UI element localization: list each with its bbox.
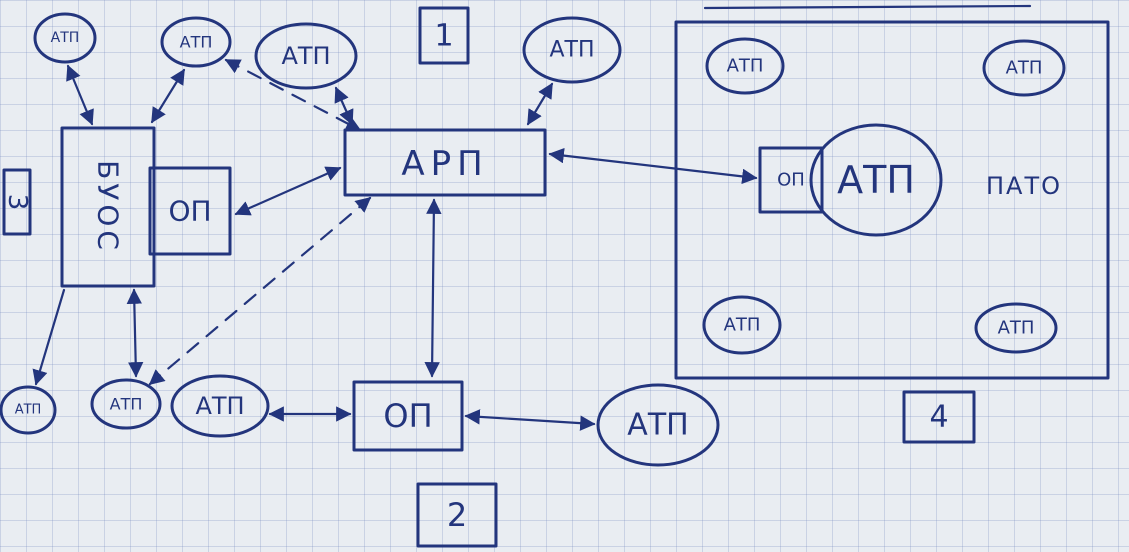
edge-bdm-atp-top-left-1: [66, 64, 94, 126]
edge-arp-op-frame: [548, 147, 758, 185]
edge-bdm-atp-bottom-left-2: [126, 288, 144, 378]
atp-node-frame-bottom-right: АТП: [974, 302, 1058, 354]
svg-text:АТП: АТП: [281, 42, 330, 70]
svg-text:ОП: ОП: [168, 195, 211, 228]
svg-text:АТП: АТП: [727, 56, 764, 77]
atp-node-top-right: АТП: [522, 16, 622, 84]
atp-node-frame-top-left: АТП: [705, 37, 785, 95]
bdm-box: БУОС: [60, 126, 156, 288]
atp-node-frame-center: АТП: [809, 123, 943, 237]
svg-text:ОП: ОП: [383, 397, 432, 435]
svg-text:АТП: АТП: [180, 33, 213, 52]
zone-label-2: 2: [416, 482, 498, 548]
svg-text:2: 2: [447, 496, 467, 534]
svg-text:АТП: АТП: [998, 318, 1035, 339]
atp-node-bottom-left-3: АТП: [170, 374, 270, 438]
zone-label-4: 4: [902, 390, 976, 444]
svg-text:АТП: АТП: [15, 403, 42, 418]
edge-arp-op-bottom: [424, 198, 442, 378]
edge-arp-atp-top-right: [526, 82, 554, 126]
edge-arp-op-left: [234, 166, 342, 216]
edge-bdm-atp-bottom-left-1: [32, 288, 66, 386]
svg-text:АТП: АТП: [51, 30, 80, 46]
atp-node-bottom-left-1: АТП: [0, 385, 57, 435]
edge-op-bottom-atp-bottom-right: [464, 409, 596, 431]
atp-node-bottom-right: АТП: [596, 383, 720, 467]
op-box-left: ОП: [148, 166, 232, 256]
edge-dashed-atp-top-left-2-arp: [224, 58, 362, 132]
op-box-frame: ОП: [758, 146, 824, 214]
atp-node-top-left-2: АТП: [160, 16, 232, 68]
svg-text:АТП: АТП: [110, 395, 143, 414]
edge-bdm-atp-top-left-2: [150, 68, 186, 124]
svg-text:АРП: АРП: [401, 144, 488, 184]
svg-text:АТП: АТП: [549, 38, 594, 63]
zone-label-1: 1: [418, 6, 470, 65]
connections: [32, 58, 758, 431]
svg-text:АТП: АТП: [627, 408, 688, 443]
op-box-bottom: ОП: [352, 380, 464, 452]
pato-label: ПАТО: [986, 172, 1062, 200]
svg-text:3: 3: [2, 194, 32, 211]
svg-text:ОП: ОП: [777, 170, 805, 191]
atp-node-frame-top-right: АТП: [982, 39, 1066, 97]
svg-text:1: 1: [434, 19, 453, 54]
top-edge-line: [703, 4, 1032, 10]
svg-text:АТП: АТП: [724, 315, 761, 336]
zone-label-3: 3: [2, 168, 32, 236]
svg-text:АТП: АТП: [837, 158, 915, 202]
atp-node-bottom-left-2: АТП: [90, 378, 162, 430]
svg-text:4: 4: [929, 400, 948, 435]
pato-frame: АТП АТП ОП АТП ПАТО АТП АТП: [674, 20, 1110, 380]
svg-text:БУОС: БУОС: [92, 160, 125, 254]
arp-box: АРП: [343, 128, 547, 197]
edge-dashed-arp-atp-bottom-left-2: [148, 196, 372, 386]
svg-text:АТП: АТП: [195, 392, 244, 420]
svg-text:АТП: АТП: [1006, 58, 1043, 79]
atp-node-top-left-1: АТП: [33, 12, 97, 64]
atp-node-top-center: АТП: [254, 22, 358, 90]
atp-node-frame-bottom-left: АТП: [702, 295, 782, 355]
